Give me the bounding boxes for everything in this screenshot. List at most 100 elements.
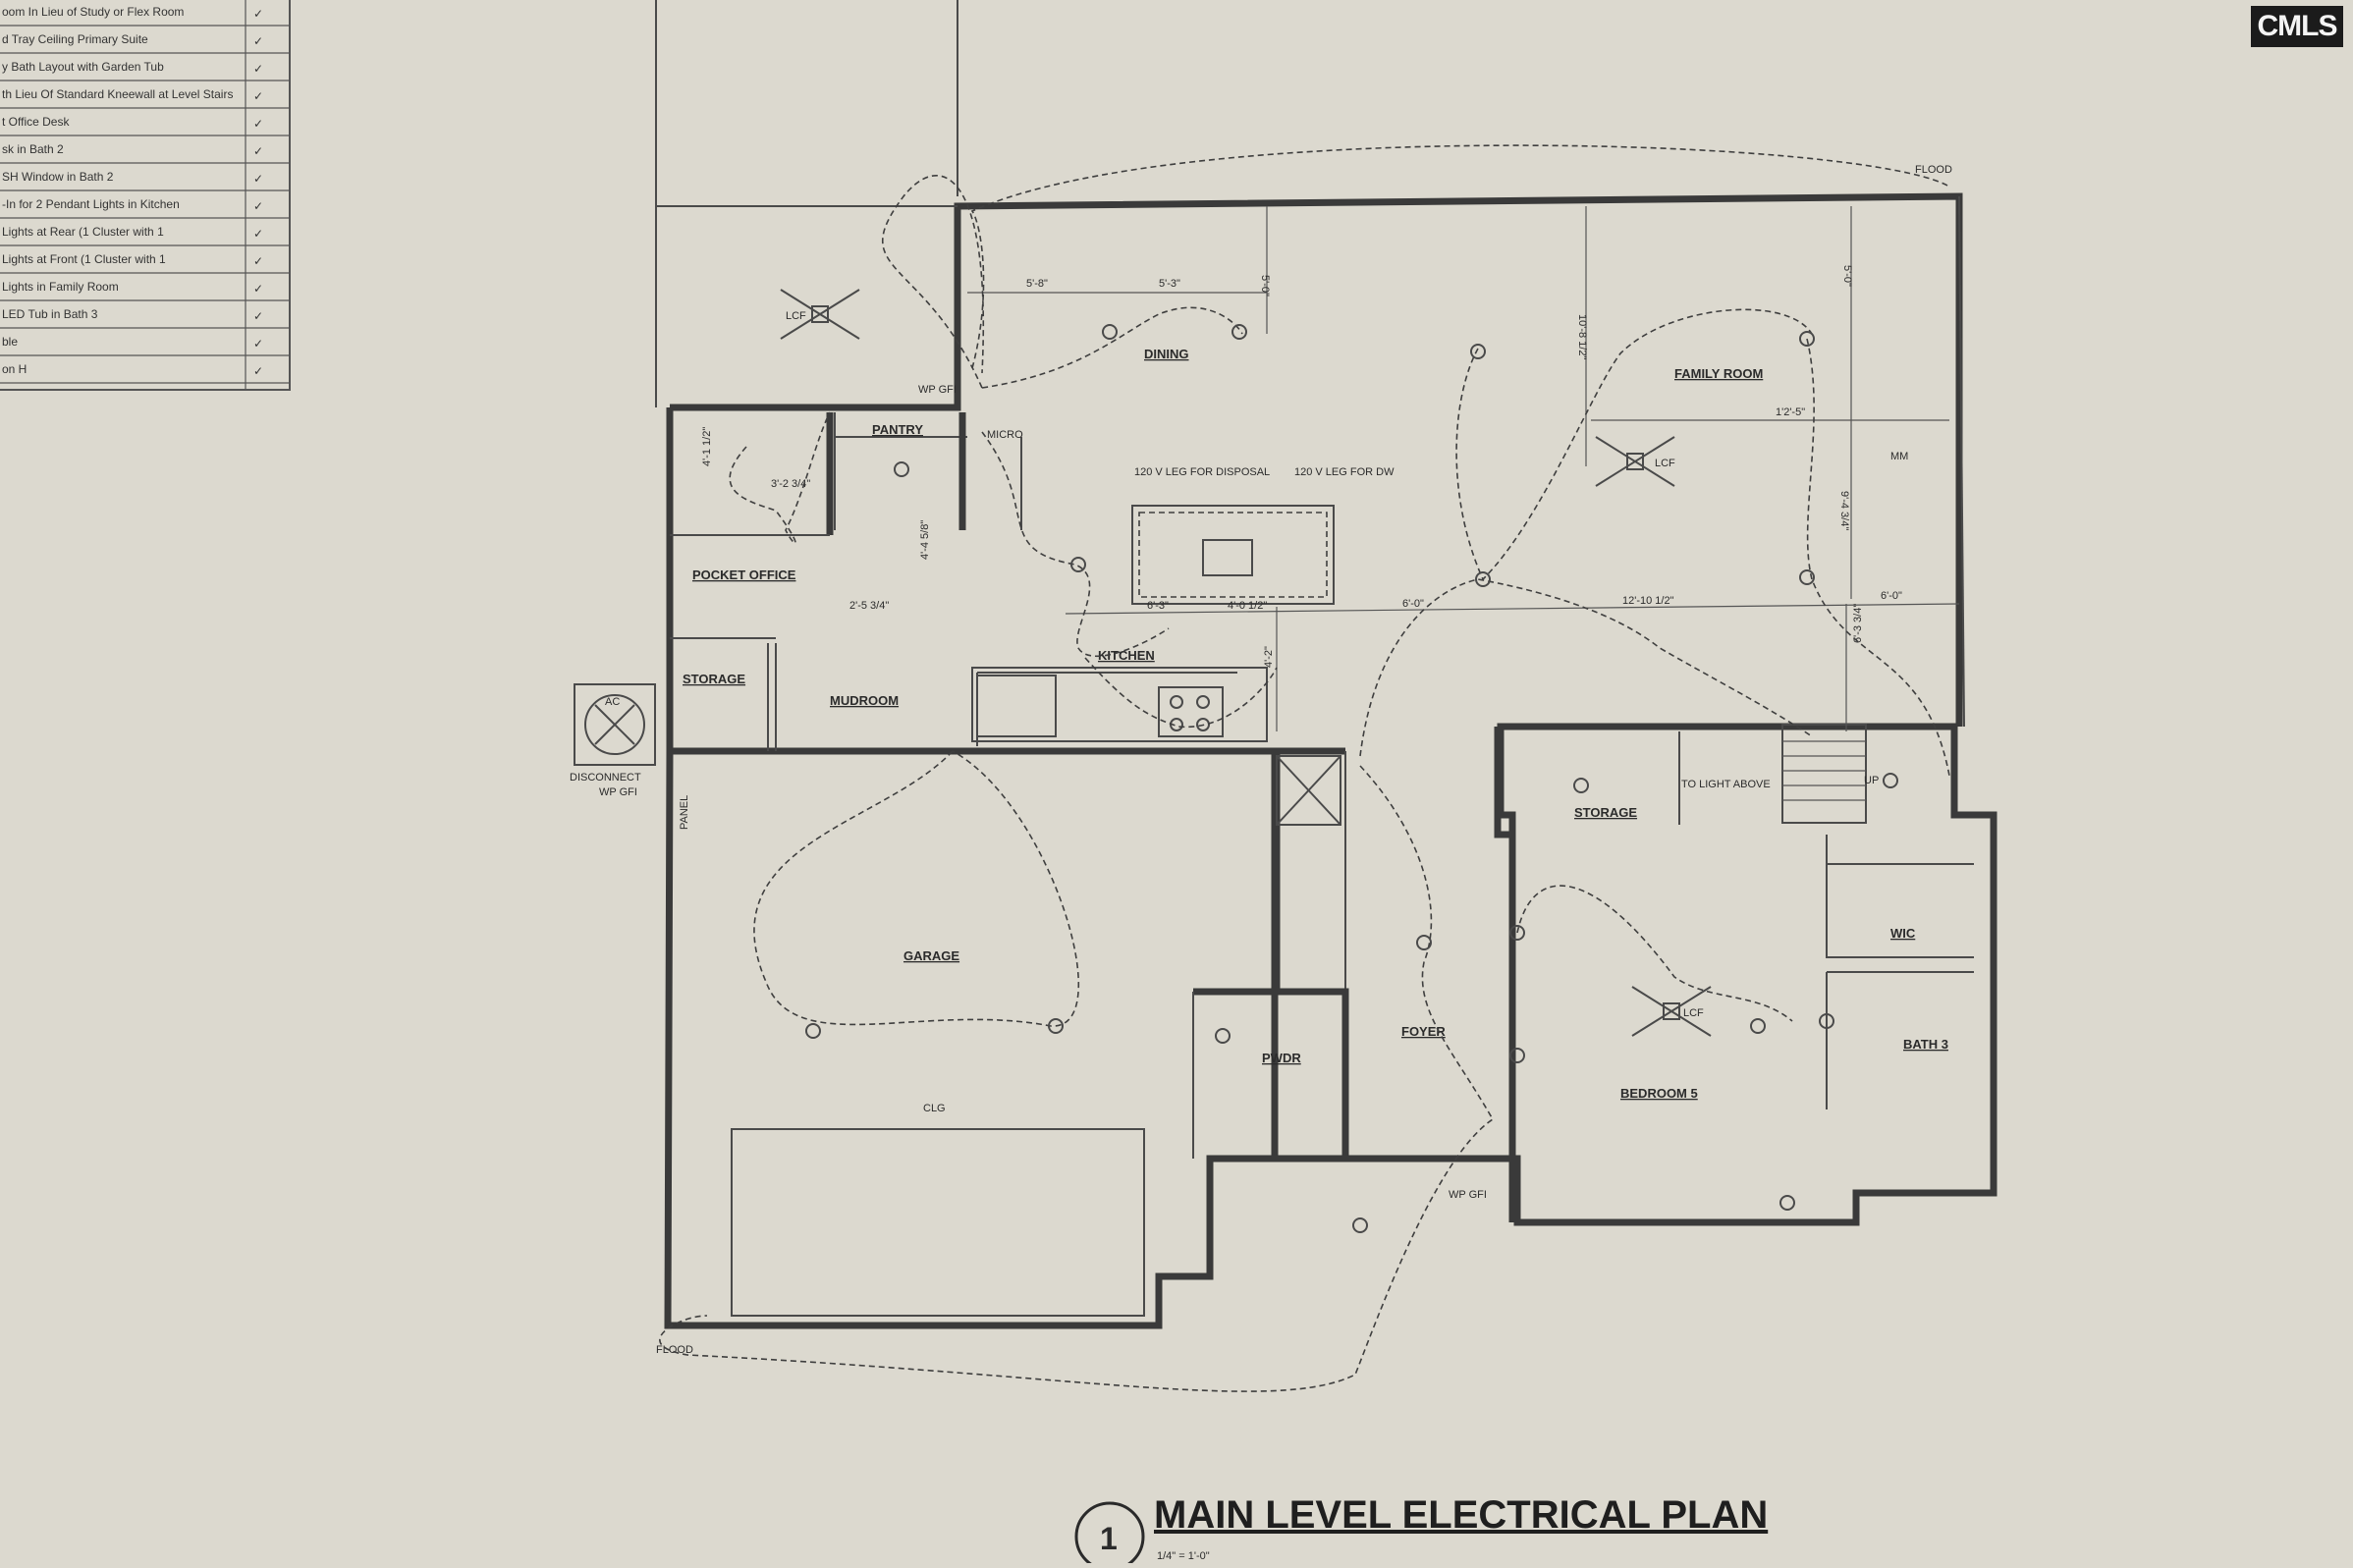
room-wic: WIC [1890,926,1916,941]
room-dining: DINING [1144,347,1189,361]
light-fixture-icon [1750,1018,1766,1034]
schedule-row-text: oom In Lieu of Study or Flex Room [2,5,184,19]
dim-d13: 6'-3 3/4" [1852,604,1864,643]
schedule-row-check: ✓ [253,34,263,48]
dim-d18: 4'-2" [1263,646,1275,668]
light-fixture-icon [1819,1013,1834,1029]
light-fixture-icon [1070,557,1086,572]
wiring-runs [659,144,1950,1392]
schedule-row-check: ✓ [253,62,263,76]
schedule-row-text: LED Tub in Bath 3 [2,307,98,321]
plan-caption: 1 MAIN LEVEL ELECTRICAL PLAN 1/4" = 1'-0… [1074,1493,1768,1568]
schedule-row-check: ✓ [253,282,263,296]
schedule-row-text: Lights at Front (1 Cluster with 1 [2,252,166,266]
dim-d10: 6'-0" [1402,598,1424,610]
room-pwdr: PWDR [1262,1051,1301,1065]
room-storage-right: STORAGE [1574,805,1637,820]
dimension-lines [967,206,1960,731]
schedule-row-check: ✓ [253,7,263,21]
ac-label: AC [605,696,620,708]
dim-d7: 9'-4 3/4" [1838,491,1850,530]
room-pocket-office: POCKET OFFICE [692,568,796,582]
schedule-row-check: ✓ [253,199,263,213]
light-fixture-icon [1231,324,1247,340]
svg-text:LCF: LCF [1655,458,1675,469]
light-fixture-icon [805,1023,821,1039]
room-garage: GARAGE [903,948,959,963]
light-fixture-icon [894,461,909,477]
interior-walls [670,412,1974,1159]
to-light-above-label: TO LIGHT ABOVE [1681,779,1771,790]
light-fixture-icon [1048,1018,1064,1034]
light-fixture-icon [1799,569,1815,585]
ceiling-fan-icon: LCF [1631,986,1712,1037]
schedule-row-text: d Tray Ceiling Primary Suite [2,32,148,46]
light-fixture-icon [1352,1217,1368,1233]
up-label: UP [1864,775,1879,786]
schedule-row-check: ✓ [253,144,263,158]
schedule-row-text: -In for 2 Pendant Lights in Kitchen [2,197,180,211]
light-fixture-icon [1779,1195,1795,1211]
schedule-row-check: ✓ [253,172,263,186]
light-fixture-icon [1470,344,1486,359]
room-micro: MICRO [987,429,1023,441]
room-kitchen: KITCHEN [1098,648,1155,663]
light-fixture-icon [1215,1028,1231,1044]
schedule-row-text: Lights at Rear (1 Cluster with 1 [2,225,164,239]
disposal-label: 120 V LEG FOR DISPOSAL [1134,466,1270,478]
dim-d12: 6'-0" [1881,590,1902,602]
dim-d5: 5'-0" [1841,265,1853,287]
caption-number: 1 [1100,1521,1118,1556]
wp-gfi-bottom-label: WP GFI [1449,1189,1487,1201]
dim-d9: 4'-0 1/2" [1228,600,1267,612]
room-pantry: PANTRY [872,422,923,437]
schedule-row-check: ✓ [253,309,263,323]
light-fixture-icon [1102,324,1118,340]
dim-d2: 5'-3" [1159,278,1180,290]
light-fixture-icon [1883,773,1898,788]
dim-d15: 3'-2 3/4" [771,478,810,490]
caption-title: MAIN LEVEL ELECTRICAL PLAN [1154,1493,1768,1537]
svg-text:LCF: LCF [1683,1007,1704,1019]
light-fixture-icon [1416,935,1432,950]
dim-d14: 4'-1 1/2" [701,427,713,466]
flood-top-label: FLOOD [1915,164,1952,176]
caption-scale: 1/4" = 1'-0" [1157,1550,1210,1562]
svg-text:LCF: LCF [786,310,806,322]
dim-d3: 5'-0" [1259,275,1271,297]
exterior-walls [655,192,1997,1329]
disconnect-label: DISCONNECT [570,772,641,784]
ceiling-fan-icon: LCF [1595,436,1675,487]
wp-gfi-top-label: WP GFI [918,384,957,396]
light-fixture-icon [1509,1048,1525,1063]
schedule-row-check: ✓ [253,337,263,351]
schedule-row-check: ✓ [253,364,263,378]
room-foyer: FOYER [1401,1024,1446,1039]
schedule-row-text: th Lieu Of Standard Kneewall at Level St… [2,87,233,101]
clg-label: CLG [923,1103,946,1114]
room-mudroom: MUDROOM [830,693,899,708]
ceiling-fan-icon: LCF [780,289,860,340]
dim-d1: 5'-8" [1026,278,1048,290]
schedule-row-check: ✓ [253,254,263,268]
dim-d11: 12'-10 1/2" [1622,595,1674,607]
mm-label: MM [1890,451,1908,462]
schedule-row-check: ✓ [253,117,263,131]
light-fixture-icon [1573,778,1589,793]
dim-d17: 4'-4 5/8" [919,520,931,560]
schedule-row-text: on H [2,362,27,376]
room-family-room: FAMILY ROOM [1674,366,1763,381]
dw-label: 120 V LEG FOR DW [1294,466,1395,478]
panel-label: PANEL [679,795,690,830]
flood-bottom-label: FLOOD [656,1344,693,1356]
light-fixtures [805,324,1898,1233]
wp-gfi-left-label: WP GFI [599,786,637,798]
light-fixture-icon [1475,571,1491,587]
room-bath: BATH 3 [1903,1037,1948,1052]
light-fixture-icon [1799,331,1815,347]
schedule-row-text: t Office Desk [2,115,70,129]
schedule-row-check: ✓ [253,89,263,103]
options-schedule-table: oom In Lieu of Study or Flex Room ✓ d Tray… [0,0,291,391]
